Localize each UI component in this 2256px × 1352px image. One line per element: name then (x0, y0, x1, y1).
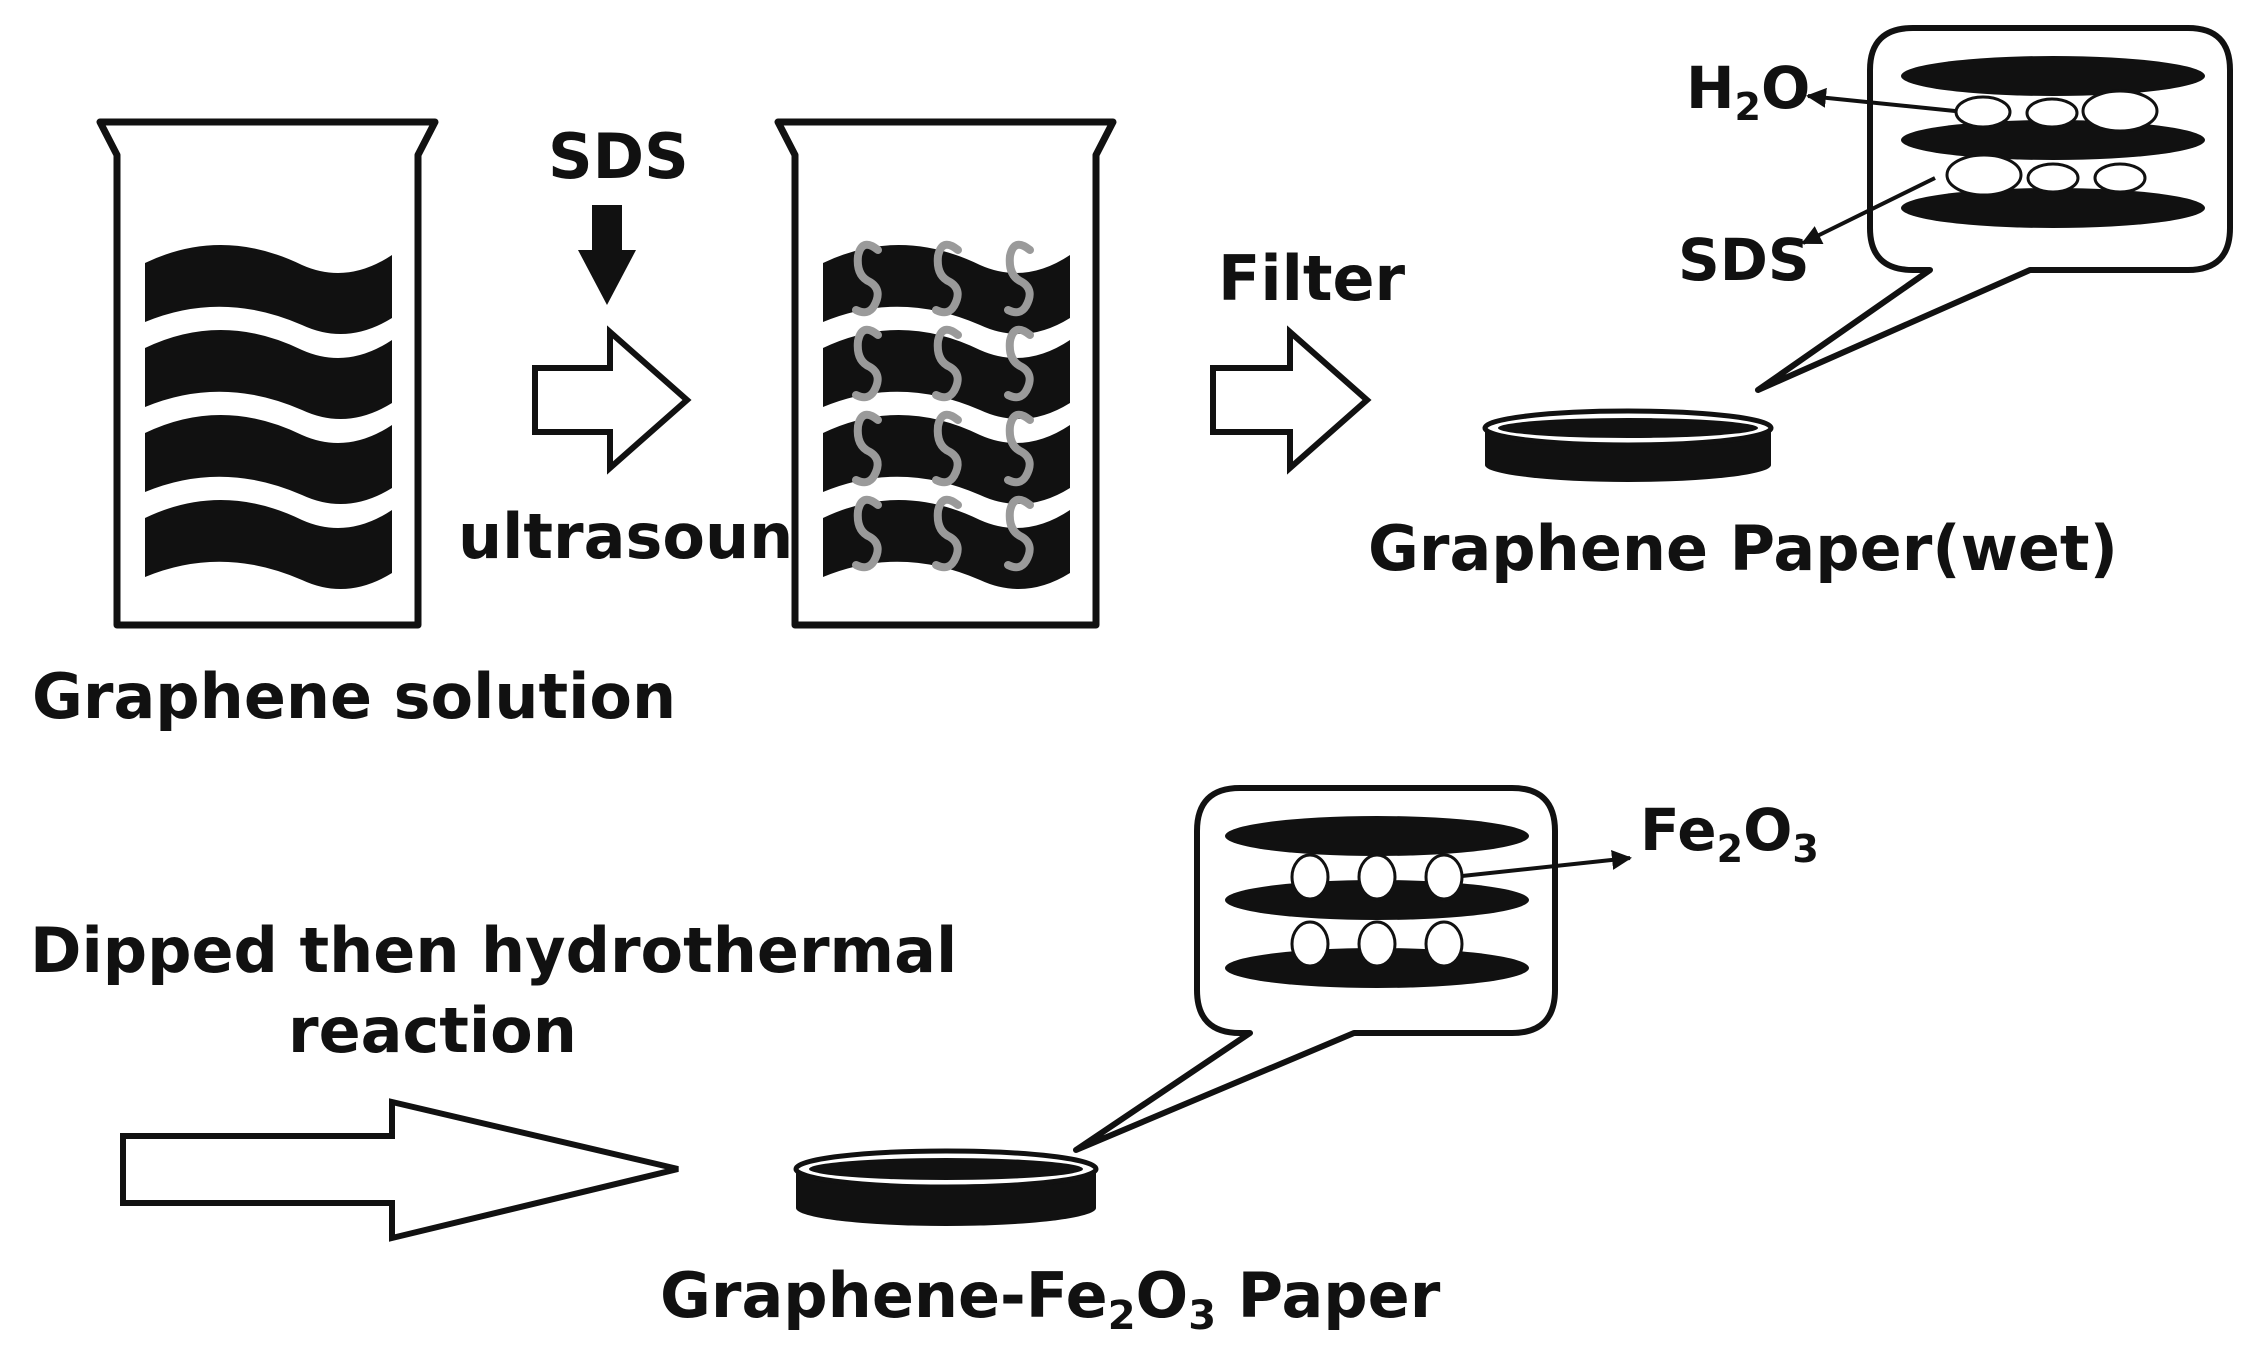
sds-molecules (852, 240, 1034, 572)
graphene-fe2o3-paper-disc (793, 1148, 1099, 1226)
fe2o3-label: Fe2O3 (1640, 796, 1819, 871)
ultrasonic-label: ultrasounic (458, 500, 851, 573)
h2o-release-arrow (1806, 87, 1956, 113)
h2o-label: H2O (1686, 54, 1810, 129)
graphene-fe2o3-paper-label: Graphene-Fe2O3 Paper (660, 1259, 1441, 1339)
stacked-layers-fe2o3 (1225, 816, 1529, 988)
ultrasonic-arrow (532, 325, 692, 475)
filter-arrow (1210, 325, 1372, 475)
graphene-paper-wet-label: Graphene Paper(wet) (1368, 512, 2118, 585)
graphene-paper-wet-disc (1482, 408, 1774, 482)
hydrothermal-label-line1: Dipped then hydrothermal (30, 914, 957, 987)
sds-release-arrow (1801, 176, 1936, 245)
beaker-graphene-sds (774, 118, 1117, 629)
sds-release-label: SDS (1678, 226, 1810, 294)
sds-down-arrow (578, 205, 636, 305)
fe2o3-pointer-arrow (1461, 849, 1632, 878)
callout-fe2o3-paper (1073, 785, 1632, 1153)
beaker-graphene-solution (96, 118, 439, 629)
hydrothermal-arrow (120, 1098, 679, 1242)
sds-label: SDS (548, 120, 689, 193)
graphene-sheets (145, 244, 392, 589)
hydrothermal-label-line2: reaction (288, 994, 577, 1067)
graphene-solution-label: Graphene solution (32, 660, 676, 733)
filter-label: Filter (1218, 242, 1406, 315)
stacked-layers-wet (1901, 56, 2205, 228)
callout-wet-paper (1755, 25, 2233, 393)
